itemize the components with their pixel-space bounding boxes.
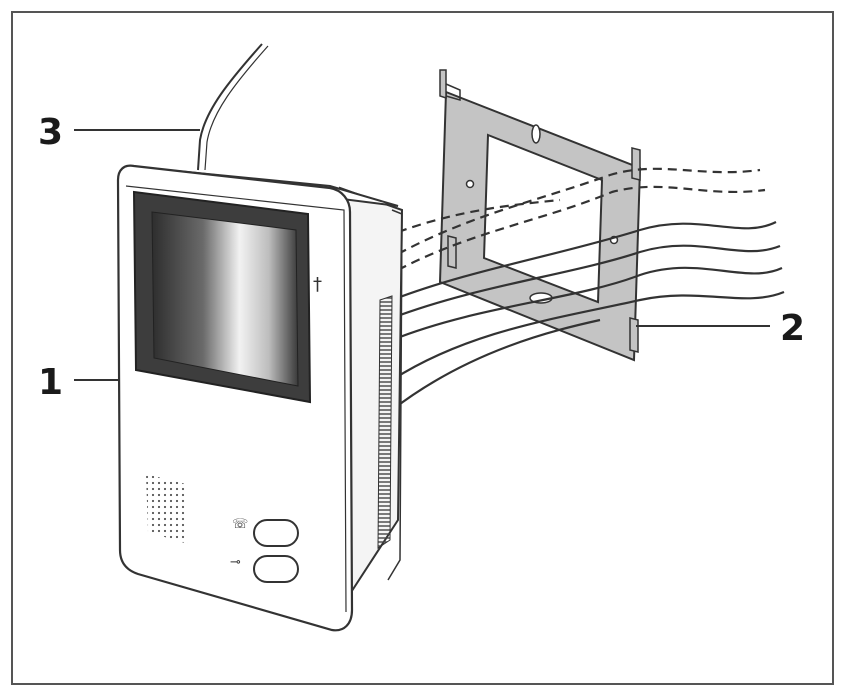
monitor: † ☏ ⊸ [116,164,404,632]
figure-frame [11,11,834,685]
cable [197,43,263,171]
key-icon: ⊸ [230,555,241,570]
wires [391,221,785,411]
wall-bracket [438,69,642,362]
power-indicator-icon: † [313,274,322,295]
talk-icon: ☏ [232,517,248,532]
talk-button[interactable] [253,519,299,547]
speaker-grill [146,474,188,544]
callout-3: 3 [38,112,63,153]
hidden-wires [397,167,766,271]
unlock-button[interactable] [253,555,299,583]
callout-2: 2 [780,308,805,349]
callout-1: 1 [38,362,63,403]
